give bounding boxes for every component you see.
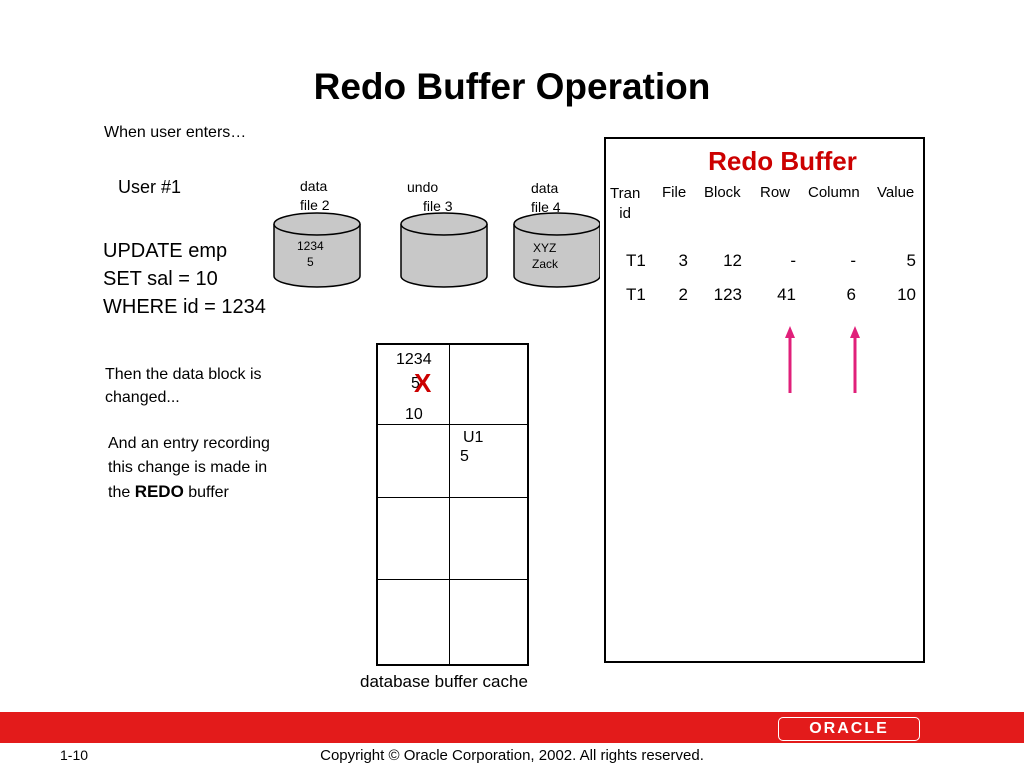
user-label: User #1 (118, 177, 182, 197)
old-value: 5 (411, 375, 420, 392)
cell-tran: T1 (626, 285, 646, 304)
cylinder-text: 1234 (297, 239, 324, 253)
cell-file: 2 (678, 285, 688, 304)
datafile4-label: data file 4 (531, 179, 561, 217)
undo-cylinder-icon (400, 212, 488, 288)
redo-buffer-title: Redo Buffer (708, 146, 857, 176)
grid-divider (449, 343, 450, 664)
file-label-line: undo (407, 179, 439, 195)
datafile4-cylinder-icon (513, 212, 600, 288)
page-number: 1-10 (60, 747, 89, 763)
grid-divider (378, 497, 527, 498)
buffer-cache-grid (376, 343, 529, 666)
strike-mark: X (414, 368, 432, 398)
cell-tran: T1 (626, 251, 646, 270)
grid-divider (378, 579, 527, 580)
header-tran-id: Tran id (610, 184, 640, 224)
changed-text: Then the data block is changed... (105, 363, 262, 409)
undo-block-id: U1 (463, 429, 484, 446)
up-arrow-icon (785, 326, 795, 393)
text-line: the REDO buffer (108, 480, 270, 505)
cell-row: 41 (777, 285, 796, 304)
text-part: the (108, 484, 135, 501)
page-title: Redo Buffer Operation (313, 66, 711, 107)
file-label-line: data (531, 180, 559, 196)
text-line: changed... (105, 389, 180, 406)
file-label-line: file 2 (300, 197, 330, 213)
text-line: Then the data block is (105, 366, 262, 383)
grid-divider (378, 424, 527, 425)
header-row: Row (760, 184, 791, 201)
datafile-cylinders (273, 212, 600, 288)
footer-divider (0, 742, 1024, 743)
text-part: buffer (183, 484, 229, 501)
header-text: id (619, 205, 631, 222)
sql-statement: UPDATE emp SET sal = 10 WHERE id = 1234 (103, 237, 266, 321)
datafile2-cylinder-icon (273, 212, 361, 288)
text-line: this change is made in (108, 459, 268, 476)
cell-column: - (850, 251, 856, 270)
intro-text: When user enters… (104, 124, 247, 141)
datafile2-content: 1234 5 (297, 238, 324, 270)
cell-row: - (790, 251, 796, 270)
sql-line: UPDATE emp (103, 240, 228, 262)
undo-value: 5 (460, 448, 469, 465)
entry-text: And an entry recording this change is ma… (108, 432, 270, 505)
header-text: Tran (610, 185, 641, 202)
cell-column: 6 (846, 285, 856, 304)
cylinder-text: 5 (307, 255, 314, 269)
new-value: 10 (405, 406, 423, 423)
change-arrows (785, 326, 860, 393)
file-label-line: file 3 (423, 198, 453, 214)
file-label-line: file 4 (531, 199, 561, 215)
redo-buffer-panel (604, 137, 925, 663)
redo-emphasis: REDO (134, 482, 184, 501)
cell-value: 10 (897, 285, 916, 304)
oracle-logo: ORACLE (778, 717, 920, 741)
file-label-line: data (300, 178, 328, 194)
cell-file: 3 (678, 251, 688, 270)
sql-line: SET sal = 10 (103, 268, 218, 290)
sql-line: WHERE id = 1234 (103, 296, 266, 318)
cylinder-text: Zack (532, 257, 559, 271)
header-block: Block (704, 184, 741, 201)
text-line: And an entry recording (108, 435, 270, 452)
copyright-notice: Copyright © Oracle Corporation, 2002. Al… (320, 747, 704, 764)
header-file: File (662, 184, 687, 201)
datafile4-content: XYZ Zack (532, 240, 558, 272)
header-column: Column (808, 184, 860, 201)
datafile2-label: data file 2 (300, 177, 330, 215)
cell-block: 12 (723, 251, 742, 270)
cylinder-text: XYZ (533, 241, 557, 255)
up-arrow-icon (850, 326, 860, 393)
block-id: 1234 (396, 351, 432, 368)
cell-value: 5 (906, 251, 916, 270)
header-value: Value (877, 184, 915, 201)
cache-caption: database buffer cache (360, 672, 528, 691)
cell-block: 123 (713, 285, 742, 304)
undo-label: undo file 3 (407, 178, 453, 216)
